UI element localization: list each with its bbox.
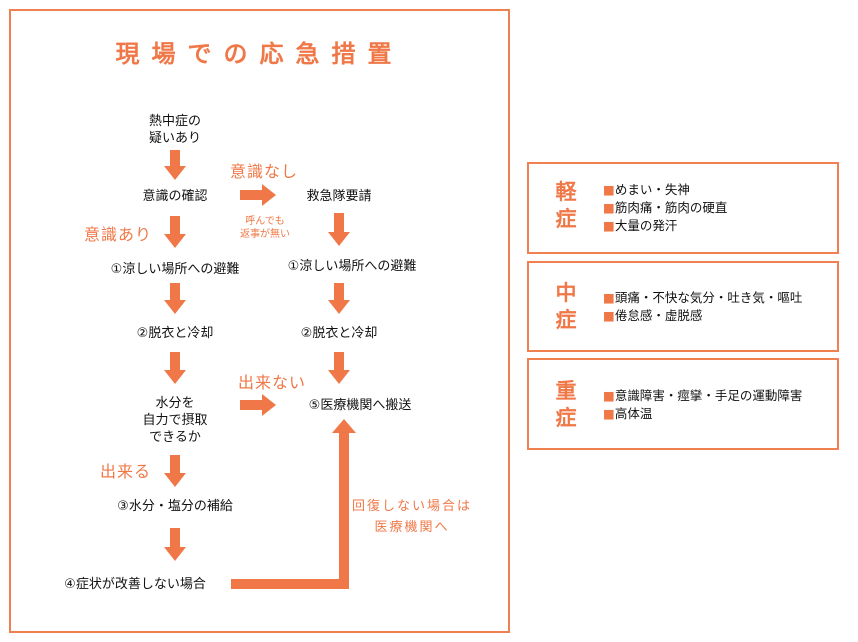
- arrow-check-to-evacuate: [164, 216, 186, 248]
- label-no-response-line-1: 呼んでも: [245, 216, 285, 227]
- symptom-item: ■高体温: [603, 406, 653, 421]
- label-not-recovered: 回復しない場合は 医療機関へ: [352, 496, 472, 538]
- label-can: 出来る: [100, 462, 152, 481]
- severity-box-mild: [527, 162, 839, 254]
- node-hydrate-line-2: 自力で摂取: [142, 413, 208, 428]
- severity-label-severe-char-1: 重: [555, 379, 577, 403]
- node-hydrate-line-1: 水分を: [155, 396, 195, 411]
- symptom-item: ■大量の発汗: [603, 218, 678, 233]
- severity-label-severe-char-2: 症: [555, 406, 577, 430]
- node-hydrate-line-3: できるか: [149, 430, 201, 445]
- bullet-square-icon: ■: [603, 406, 615, 421]
- severity-items-severe: ■意識障害・痙攣・手足の運動障害 ■高体温: [603, 387, 802, 423]
- arrow-suspect-to-check: [164, 150, 186, 180]
- severity-label-mild: 軽 症: [552, 179, 580, 233]
- symptom-item: ■倦怠感・虚脱感: [603, 308, 703, 323]
- severity-box-severe: [527, 358, 839, 450]
- label-unconscious: 意識なし: [230, 162, 299, 181]
- bullet-square-icon: ■: [603, 200, 615, 215]
- label-cannot: 出来ない: [238, 373, 307, 392]
- label-not-recovered-line-2: 医療機関へ: [374, 520, 450, 535]
- symptom-item: ■意識障害・痙攣・手足の運動障害: [603, 388, 803, 403]
- severity-items-moderate: ■頭痛・不快な気分・吐き気・嘔吐 ■倦怠感・虚脱感: [603, 289, 802, 325]
- flowchart-frame: [9, 9, 510, 633]
- node-evacuate-right: ①涼しい場所への避難: [287, 259, 417, 274]
- node-hydrate-question: 水分を 自力で摂取 できるか: [142, 395, 207, 446]
- bullet-square-icon: ■: [603, 290, 615, 305]
- node-suspected-line-1: 熱中症の: [148, 114, 202, 129]
- bullet-square-icon: ■: [603, 182, 615, 197]
- node-cool-right: ②脱衣と冷却: [300, 326, 378, 341]
- node-cool-left: ②脱衣と冷却: [136, 326, 214, 341]
- node-hospital-transport: ⑤医療機関へ搬送: [308, 398, 412, 413]
- arrow-replenish-to-notimproved: [164, 528, 186, 561]
- node-suspected-line-2: 疑いあり: [148, 131, 202, 146]
- node-evacuate-left: ①涼しい場所への避難: [110, 262, 240, 277]
- symptom-item: ■頭痛・不快な気分・吐き気・嘔吐: [603, 290, 803, 305]
- node-replenish: ③水分・塩分の補給: [117, 499, 233, 514]
- arrow-check-to-ambulance: [240, 184, 276, 206]
- severity-label-mild-char-1: 軽: [555, 180, 577, 204]
- severity-label-moderate-char-2: 症: [555, 308, 577, 332]
- node-suspected-heatstroke: 熱中症の 疑いあり: [149, 113, 201, 147]
- node-check-consciousness: 意識の確認: [142, 189, 208, 204]
- arrow-ambulance-to-evacuate: [328, 213, 350, 246]
- symptom-item: ■めまい・失神: [603, 182, 690, 197]
- arrow-evacuate-to-cool-right: [328, 283, 350, 314]
- node-not-improved: ④症状が改善しない場合: [64, 577, 206, 592]
- arrow-cool-to-hydrate: [164, 352, 186, 384]
- arrow-cool-to-hospital: [328, 352, 350, 384]
- label-no-response-line-2: 返事が無い: [240, 229, 290, 240]
- severity-label-moderate: 中 症: [552, 280, 580, 334]
- bullet-square-icon: ■: [603, 218, 615, 233]
- symptom-item: ■筋肉痛・筋肉の硬直: [603, 200, 728, 215]
- severity-label-moderate-char-1: 中: [555, 281, 577, 305]
- arrow-hydrate-to-replenish: [164, 455, 186, 487]
- label-no-response: 呼んでも 返事が無い: [240, 215, 290, 241]
- arrow-evacuate-to-cool: [164, 283, 186, 314]
- diagram-title: 現場での応急措置: [115, 40, 404, 68]
- severity-box-moderate: [527, 261, 839, 352]
- severity-items-mild: ■めまい・失神 ■筋肉痛・筋肉の硬直 ■大量の発汗: [603, 181, 727, 235]
- label-conscious: 意識あり: [84, 225, 153, 244]
- bullet-square-icon: ■: [603, 388, 615, 403]
- severity-label-severe: 重 症: [552, 378, 580, 432]
- arrow-notimproved-to-hospital: [231, 419, 356, 589]
- arrow-hydrate-to-hospital: [240, 394, 276, 416]
- node-call-ambulance: 救急隊要請: [306, 189, 372, 204]
- bullet-square-icon: ■: [603, 308, 615, 323]
- severity-label-mild-char-2: 症: [555, 207, 577, 231]
- label-not-recovered-line-1: 回復しない場合は: [351, 499, 473, 514]
